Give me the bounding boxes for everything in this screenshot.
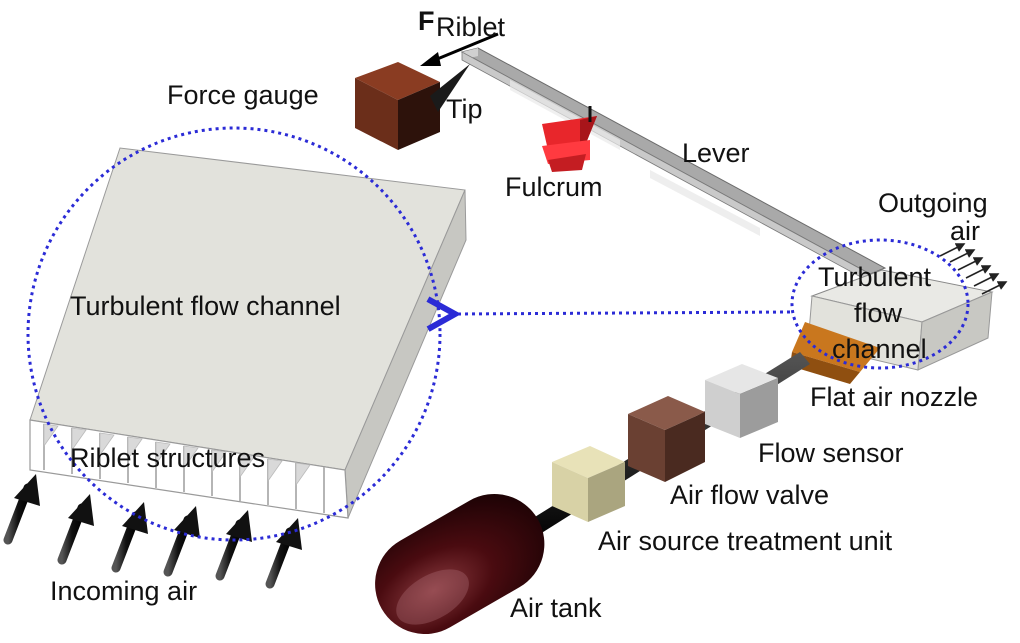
flow-sensor: [705, 364, 778, 438]
air-flow-valve: [628, 396, 705, 482]
label-force-sub: Riblet: [436, 12, 506, 42]
incoming-air-arrows: [3, 474, 302, 589]
label-flow-sensor: Flow sensor: [758, 438, 904, 468]
force-gauge: [355, 62, 440, 150]
label-force-gauge: Force gauge: [167, 80, 319, 110]
label-air-source-treatment-unit: Air source treatment unit: [598, 526, 893, 556]
incoming-arrow-4: [163, 506, 200, 577]
label-flat-air-nozzle: Flat air nozzle: [810, 382, 978, 412]
label-channel-small-2: flow: [854, 298, 903, 328]
label-fulcrum: Fulcrum: [505, 172, 603, 202]
label-force-main: F: [418, 6, 435, 36]
lever: [460, 47, 887, 283]
air-tank: [375, 494, 545, 634]
label-air-flow-valve: Air flow valve: [670, 480, 829, 510]
force-riblet-arrow: [420, 32, 499, 66]
incoming-arrow-2: [57, 494, 94, 565]
gauge-tip: [430, 64, 470, 112]
label-outgoing-air-2: air: [950, 216, 980, 246]
label-lever: Lever: [682, 138, 750, 168]
label-air-tank: Air tank: [510, 593, 602, 623]
incoming-arrow-6: [265, 518, 302, 589]
label-incoming-air: Incoming air: [50, 576, 197, 606]
label-channel-large: Turbulent flow channel: [70, 291, 341, 321]
incoming-arrow-3: [111, 502, 148, 573]
channel-large: [29, 147, 467, 519]
zoom-dotted-arrow: [455, 312, 791, 314]
outgoing-air-arrows: [939, 243, 1008, 295]
incoming-arrow-1: [3, 474, 40, 545]
label-riblet-structures: Riblet structures: [70, 443, 265, 473]
label-outgoing-air-1: Outgoing: [878, 188, 988, 218]
dotted-circle-large: [26, 126, 442, 542]
label-channel-small-1: Turbulent: [818, 262, 932, 292]
air-source-treatment-unit: [552, 446, 625, 522]
incoming-arrow-5: [215, 510, 252, 581]
dotted-circle-small: [790, 238, 970, 370]
label-channel-small-3: channel: [832, 334, 927, 364]
fulcrum: [542, 106, 597, 172]
label-tip: Tip: [446, 94, 483, 124]
flat-air-nozzle: [790, 322, 880, 384]
